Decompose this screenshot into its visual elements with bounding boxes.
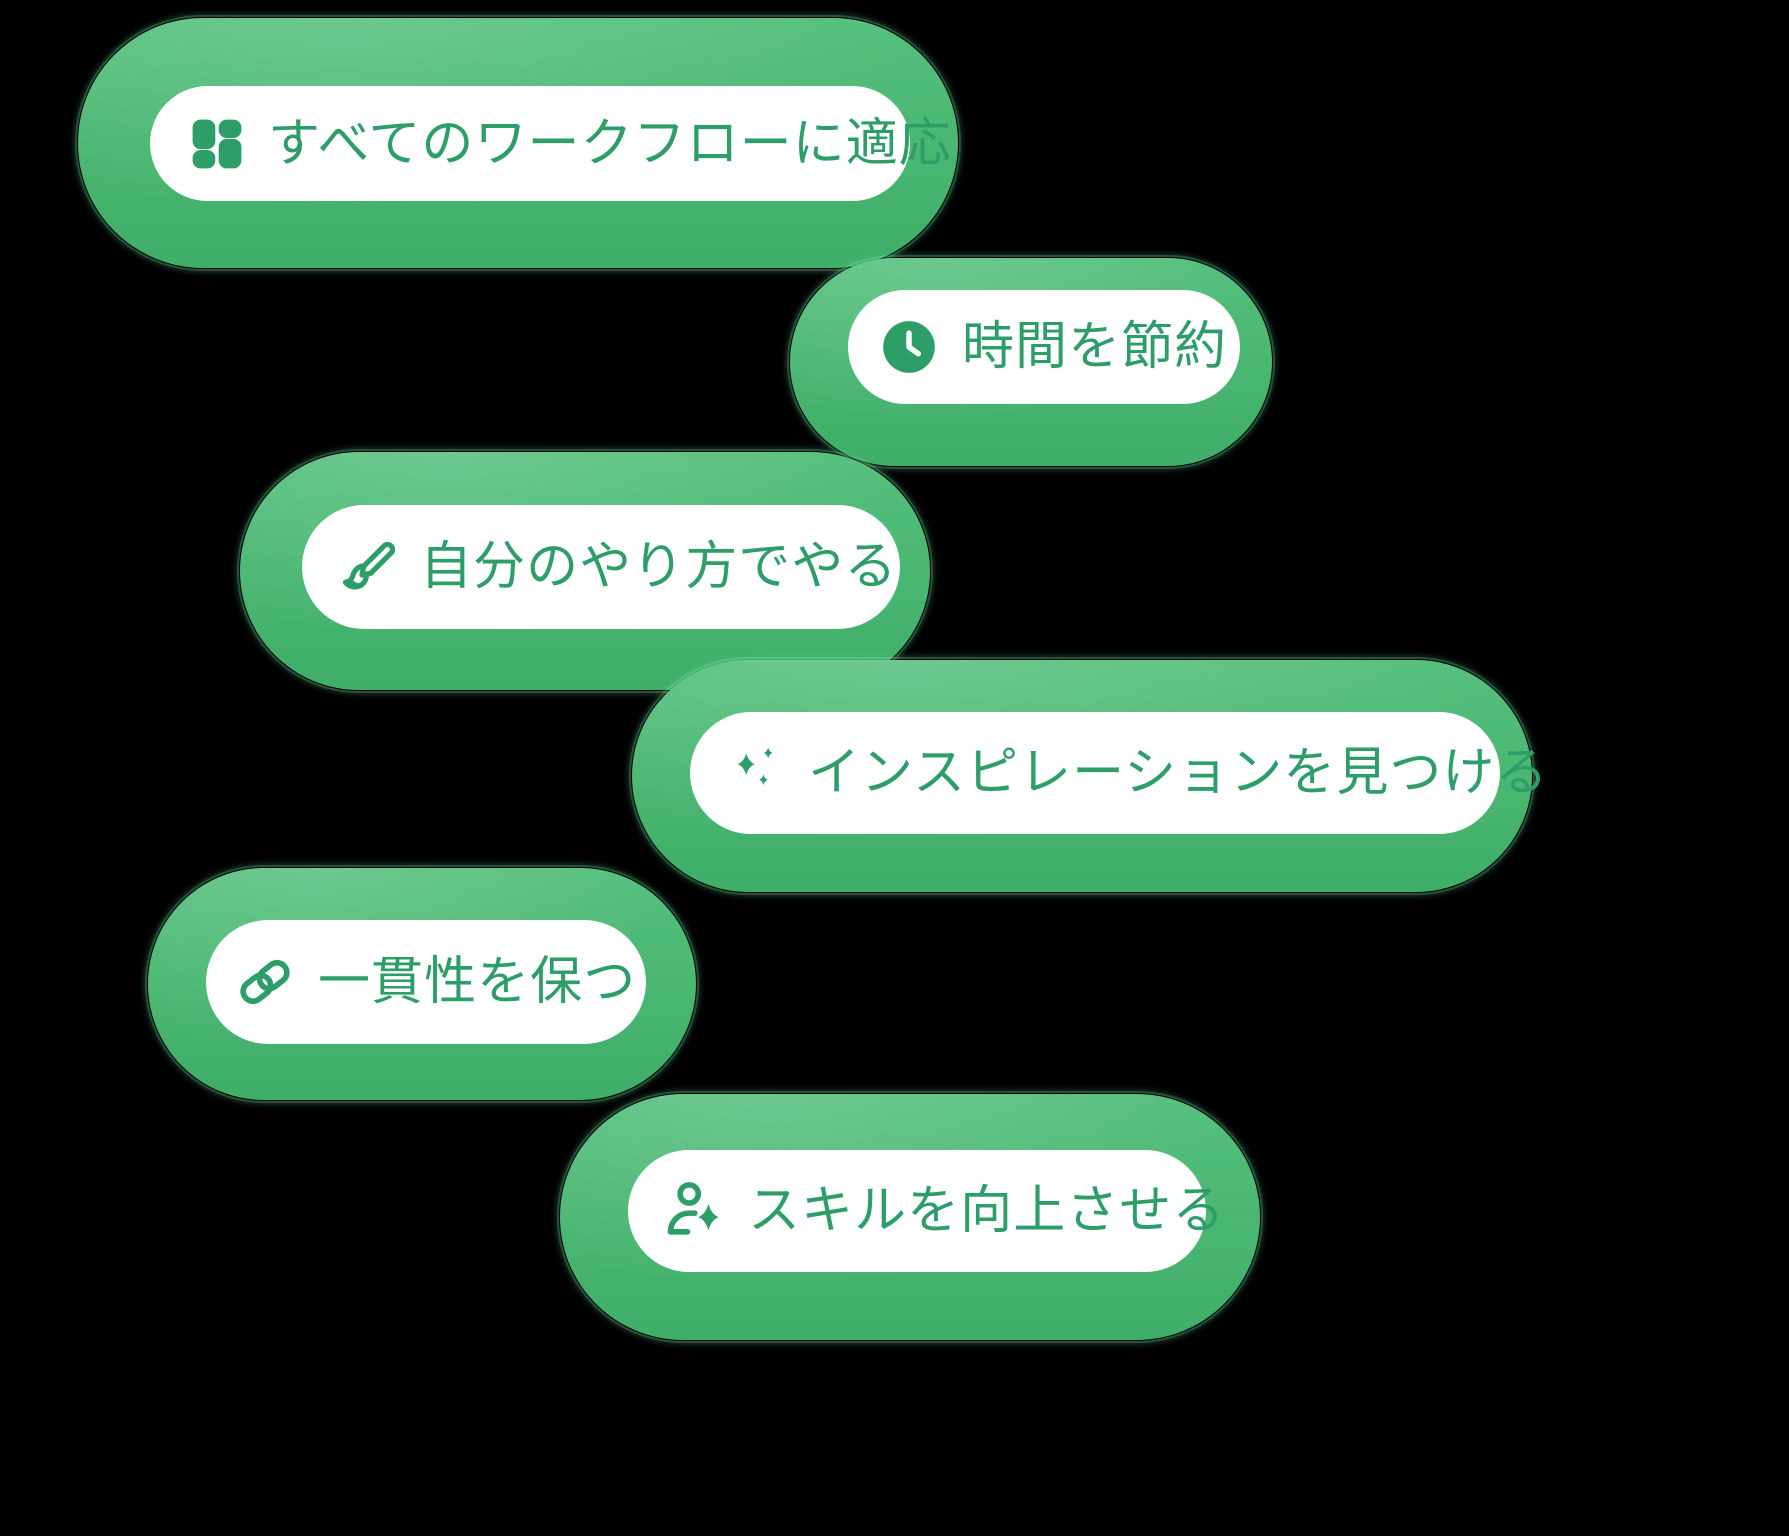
link-icon [234,951,296,1013]
pill-label: 一貫性を保つ [318,952,637,1012]
layout-dashboard-icon [188,115,246,173]
pill-inner-content: 自分のやり方でやる [302,505,900,629]
sparkles-icon [724,742,786,804]
pill-label: 時間を節約 [962,317,1228,377]
pill-label: スキルを向上させる [748,1181,1226,1241]
pill-inner-content: すべてのワークフローに適応 [150,86,951,201]
pill-inner-content: 一貫性を保つ [206,920,646,1044]
paintbrush-icon [338,537,398,597]
pill-inner-content: スキルを向上させる [628,1150,1224,1272]
pill-inner-content: 時間を節約 [848,290,1240,404]
pill-inner-content: インスピレーションを見つける [690,712,1547,834]
pill-label: インスピレーションを見つける [808,743,1549,803]
pill-label: 自分のやり方でやる [420,537,898,597]
pill-label: すべてのワークフローに適応 [268,113,952,174]
user-sparkle-icon [662,1179,726,1243]
clock-icon [878,316,940,378]
